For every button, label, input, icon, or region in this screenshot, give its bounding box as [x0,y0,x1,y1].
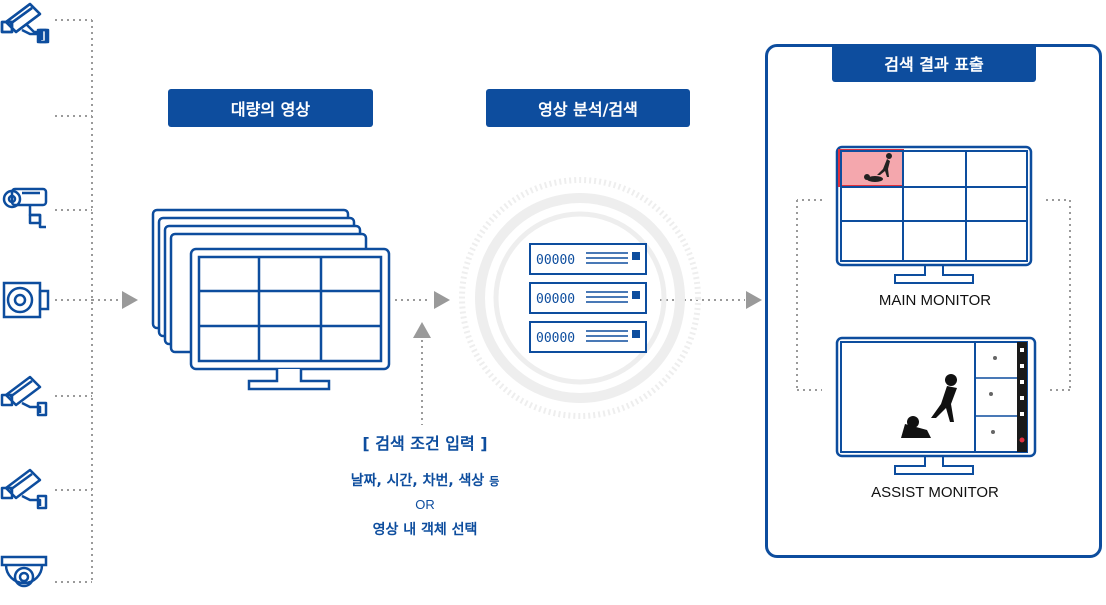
search-condition-line1-text: 날짜, 시간, 차번, 색상 [350,473,485,489]
dome-camera-icon [0,555,52,601]
server-unit-3-code: 00000 [536,331,575,346]
label-mass-video: 대량의 영상 [168,89,373,127]
arrow-right-icon [434,291,450,309]
ptz-camera-icon [0,185,52,231]
fisheye-camera-icon [0,277,52,323]
main-monitor-icon [835,145,1033,284]
bullet-camera-icon [0,466,52,512]
stacked-monitors-icon [151,208,391,391]
server-unit-2-code: 00000 [536,292,575,307]
arrow-right-icon [746,291,762,309]
search-condition-line1: 날짜, 시간, 차번, 색상 등 [300,470,550,490]
arrow-up-icon [413,322,431,338]
arrow-right-icon [122,291,138,309]
server-rack-icon: 00000 00000 00000 [529,243,647,353]
label-result-display: 검색 결과 표출 [832,44,1036,82]
search-condition-line1-suffix: 등 [489,475,500,488]
bullet-camera-icon [0,0,52,46]
bullet-camera-icon [0,373,52,419]
assist-monitor-label: ASSIST MONITOR [871,484,999,501]
server-rings [459,177,701,419]
main-monitor-label: MAIN MONITOR [878,292,992,309]
search-condition-or: OR [415,497,435,512]
search-condition-title: [ 검색 조건 입력 ] [362,434,488,453]
server-unit-1-code: 00000 [536,253,575,268]
assist-monitor-icon [835,336,1037,475]
search-condition-line2: 영상 내 객체 선택 [372,522,478,538]
label-analysis-search: 영상 분석/검색 [486,89,690,127]
